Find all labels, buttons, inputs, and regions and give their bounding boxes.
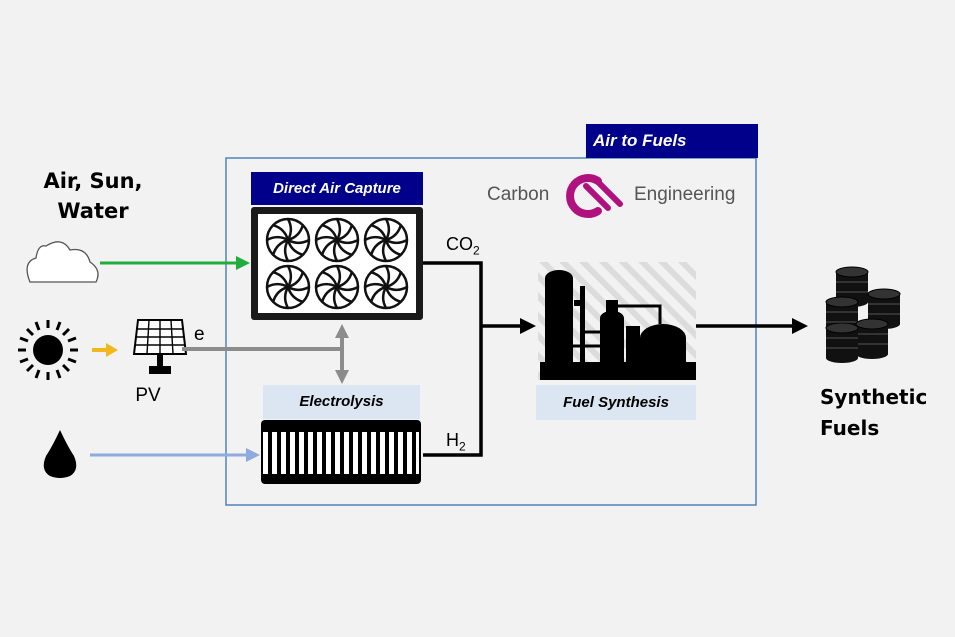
electrolyzer-cell — [385, 432, 389, 474]
electrolyzer-cell — [376, 432, 380, 474]
solar-panel-icon — [132, 319, 188, 374]
electrolyzer-cell — [322, 432, 326, 474]
h2-sub: 2 — [459, 439, 466, 454]
electrolyzer-cell — [268, 432, 272, 474]
electrolyzer-cell — [403, 432, 407, 474]
water-flow-arrow — [90, 448, 260, 462]
cloud-icon — [26, 241, 99, 283]
output-label: Synthetic Fuels — [820, 385, 928, 440]
power-flow-arrow — [182, 324, 349, 384]
sun-flow-arrow — [92, 343, 118, 357]
electrolyzer-cell — [340, 432, 344, 474]
fan-icon — [363, 217, 409, 263]
electrolyzer-cell — [412, 432, 416, 474]
pv-label: PV — [135, 385, 161, 406]
inputs-label: Air, Sun, Water — [43, 169, 143, 223]
electrolysis-title: Electrolysis — [263, 385, 420, 419]
process-flow-arrows — [423, 261, 524, 457]
co2-label: CO2 — [446, 234, 480, 258]
barrel-icon — [855, 318, 889, 359]
electrolyzer-cell — [286, 432, 290, 474]
logo-text-right: Engineering — [634, 184, 736, 205]
barrel-icon — [825, 322, 859, 363]
sun-icon — [18, 320, 78, 380]
fan-icon — [314, 217, 360, 263]
electrolyzer-cell — [277, 432, 281, 474]
output-flow-arrow — [696, 318, 808, 334]
h2-label: H2 — [446, 430, 466, 454]
electrolyzer-cell — [331, 432, 335, 474]
electrolyzer-cell — [367, 432, 371, 474]
air-flow-arrow — [100, 256, 250, 270]
fuel-plant-icon — [538, 262, 696, 380]
electricity-label: e — [194, 324, 205, 345]
h2-main: H — [446, 430, 459, 450]
water-drop-icon — [43, 430, 77, 478]
electrolyzer-cell — [295, 432, 299, 474]
fan-icon — [363, 264, 409, 310]
electrolyzer-cell — [349, 432, 353, 474]
electrolyzer-cell — [304, 432, 308, 474]
fan-icon — [265, 217, 311, 263]
electrolyzer-icon — [261, 420, 421, 484]
oil-barrels-icon — [825, 266, 901, 363]
system-frame — [225, 157, 757, 506]
fan-icon — [265, 264, 311, 310]
electrolyzer-cell — [358, 432, 362, 474]
fan-icon — [314, 264, 360, 310]
dac-title: Direct Air Capture — [251, 172, 423, 205]
co2-sub: 2 — [473, 243, 480, 258]
dac-fan-array-icon — [251, 207, 423, 320]
electrolyzer-cell — [394, 432, 398, 474]
electrolyzer-cell — [313, 432, 317, 474]
carbon-engineering-logo-mark — [566, 174, 623, 218]
logo-text-left: Carbon — [487, 184, 550, 205]
co2-main: CO — [446, 234, 473, 254]
synthesis-inflow-arrowhead — [520, 318, 536, 334]
system-title: Air to Fuels — [586, 124, 758, 158]
fuel-synthesis-title: Fuel Synthesis — [536, 385, 696, 420]
